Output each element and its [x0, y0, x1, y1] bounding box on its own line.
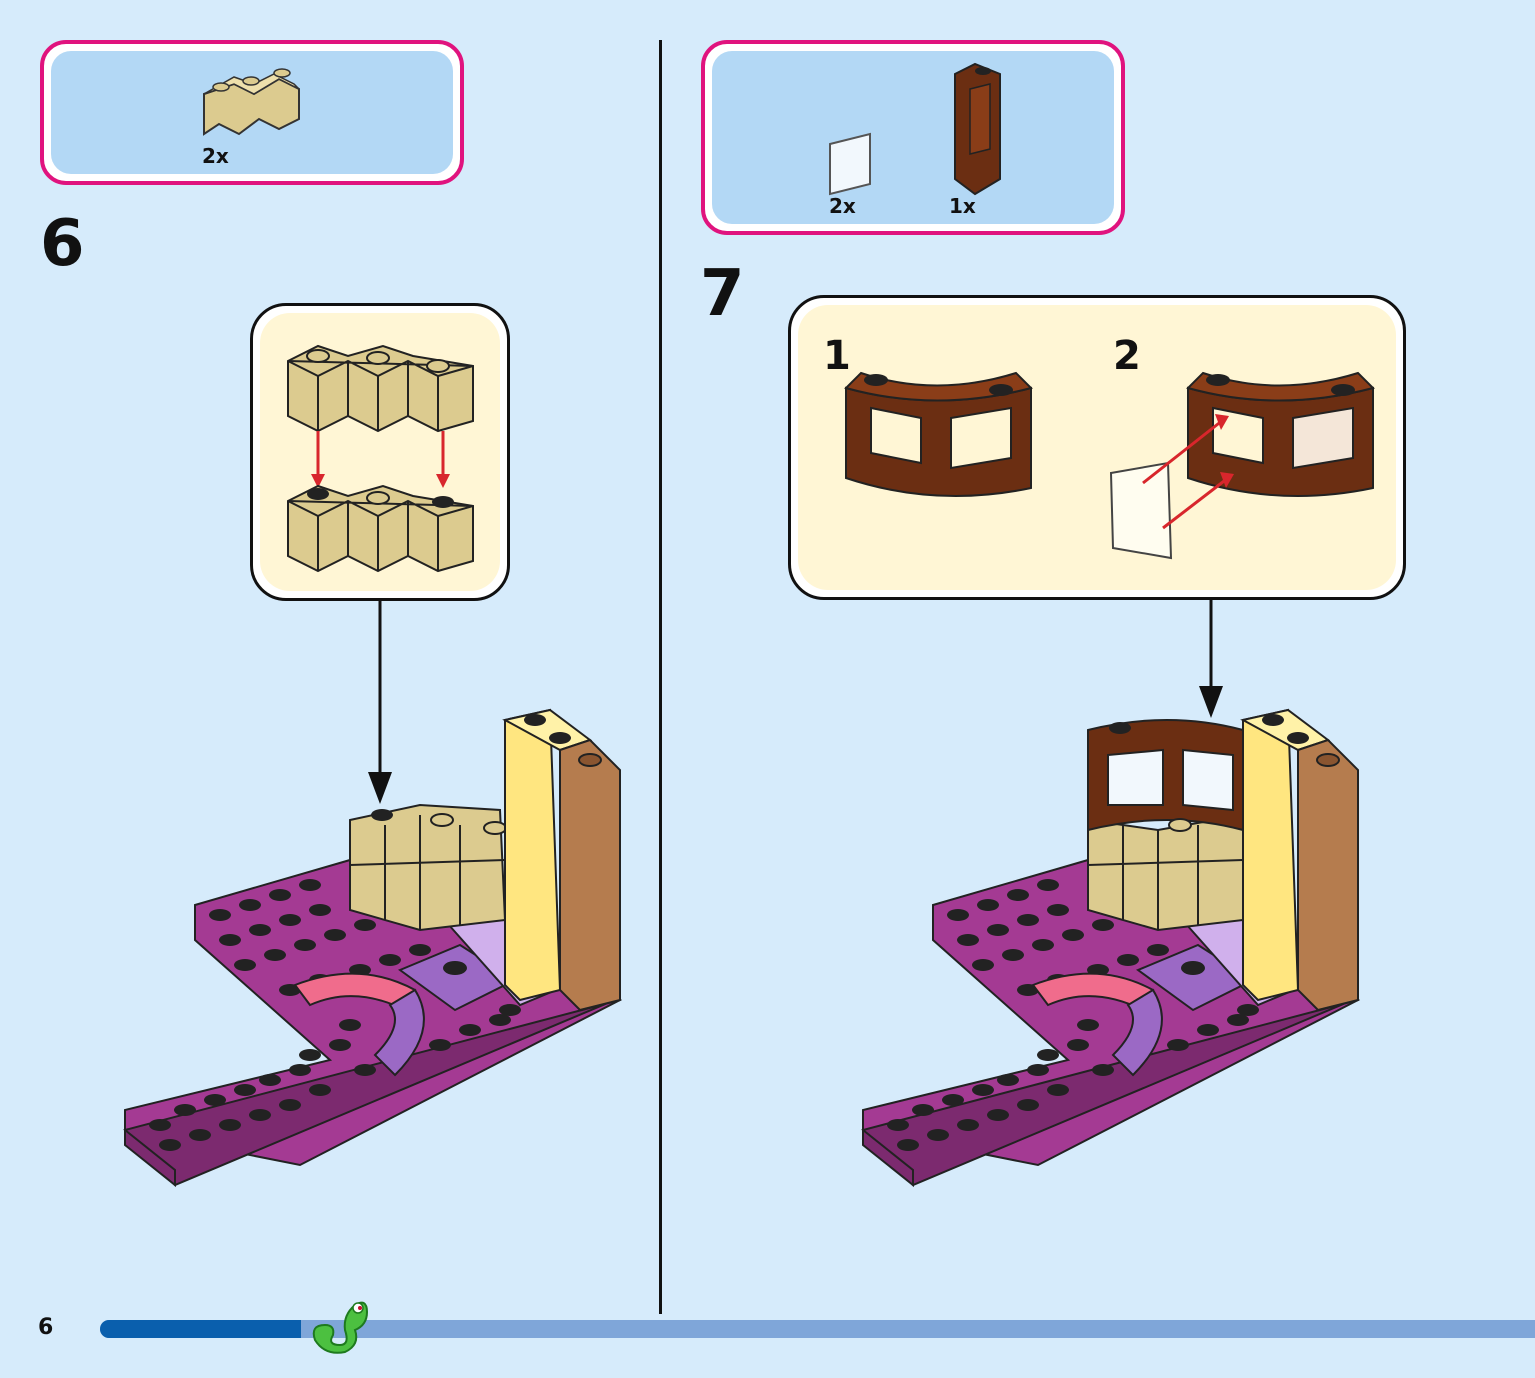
part-qty: 2x: [829, 194, 856, 218]
tan-corner-brick-icon: [203, 68, 300, 136]
part-qty: 1x: [949, 194, 976, 218]
top-tan-brick: [287, 344, 474, 433]
chameleon-mascot-icon: [312, 1301, 369, 1354]
step-number: 6: [40, 207, 85, 281]
brown-window-frame: [1087, 719, 1244, 832]
brown-column: [559, 738, 621, 1012]
step-7-callout: 1 2: [788, 295, 1406, 600]
step-7-model-illustration: [861, 708, 1361, 1188]
curved-window-frame-icon: [954, 62, 1001, 196]
purple-curved-tile: [1111, 988, 1163, 1077]
down-arrow-icon: [368, 600, 392, 804]
tan-brick-stack: [349, 803, 507, 932]
plate-studs: [149, 879, 521, 1151]
substep-number: 1: [823, 333, 851, 379]
curved-window-frame-empty: [844, 371, 1033, 497]
brown-column: [1297, 738, 1359, 1012]
bottom-tan-brick: [287, 484, 474, 573]
progress-bar-fill: [100, 1320, 301, 1338]
plate-studs: [887, 879, 1259, 1151]
part-qty: 2x: [202, 144, 229, 168]
step-6-model-illustration: [123, 708, 623, 1188]
column-divider: [659, 40, 662, 1314]
step-7-parts-list: 2x 1x: [701, 40, 1125, 235]
substep-number: 2: [1113, 333, 1141, 379]
window-pane-icon: [829, 132, 871, 196]
down-arrow-icon: [1199, 600, 1223, 718]
purple-curved-tile: [373, 988, 425, 1077]
step-6-callout: [250, 303, 510, 601]
page-number: 6: [38, 1315, 54, 1340]
tan-brick-stack: [1087, 813, 1244, 932]
parts-list-background: [712, 51, 1114, 224]
red-assembly-arrow-icon: [1142, 414, 1234, 530]
tan-brick-stack-illustration: [287, 344, 474, 573]
red-assembly-arrow-icon: [311, 431, 450, 488]
yellow-column: [1242, 708, 1300, 1002]
yellow-column: [504, 708, 562, 1002]
step-6-parts-list: 2x: [40, 40, 464, 185]
progress-bar: [100, 1320, 1535, 1338]
step-number: 7: [700, 257, 745, 331]
curved-window-frame-with-pane: [1109, 371, 1375, 560]
